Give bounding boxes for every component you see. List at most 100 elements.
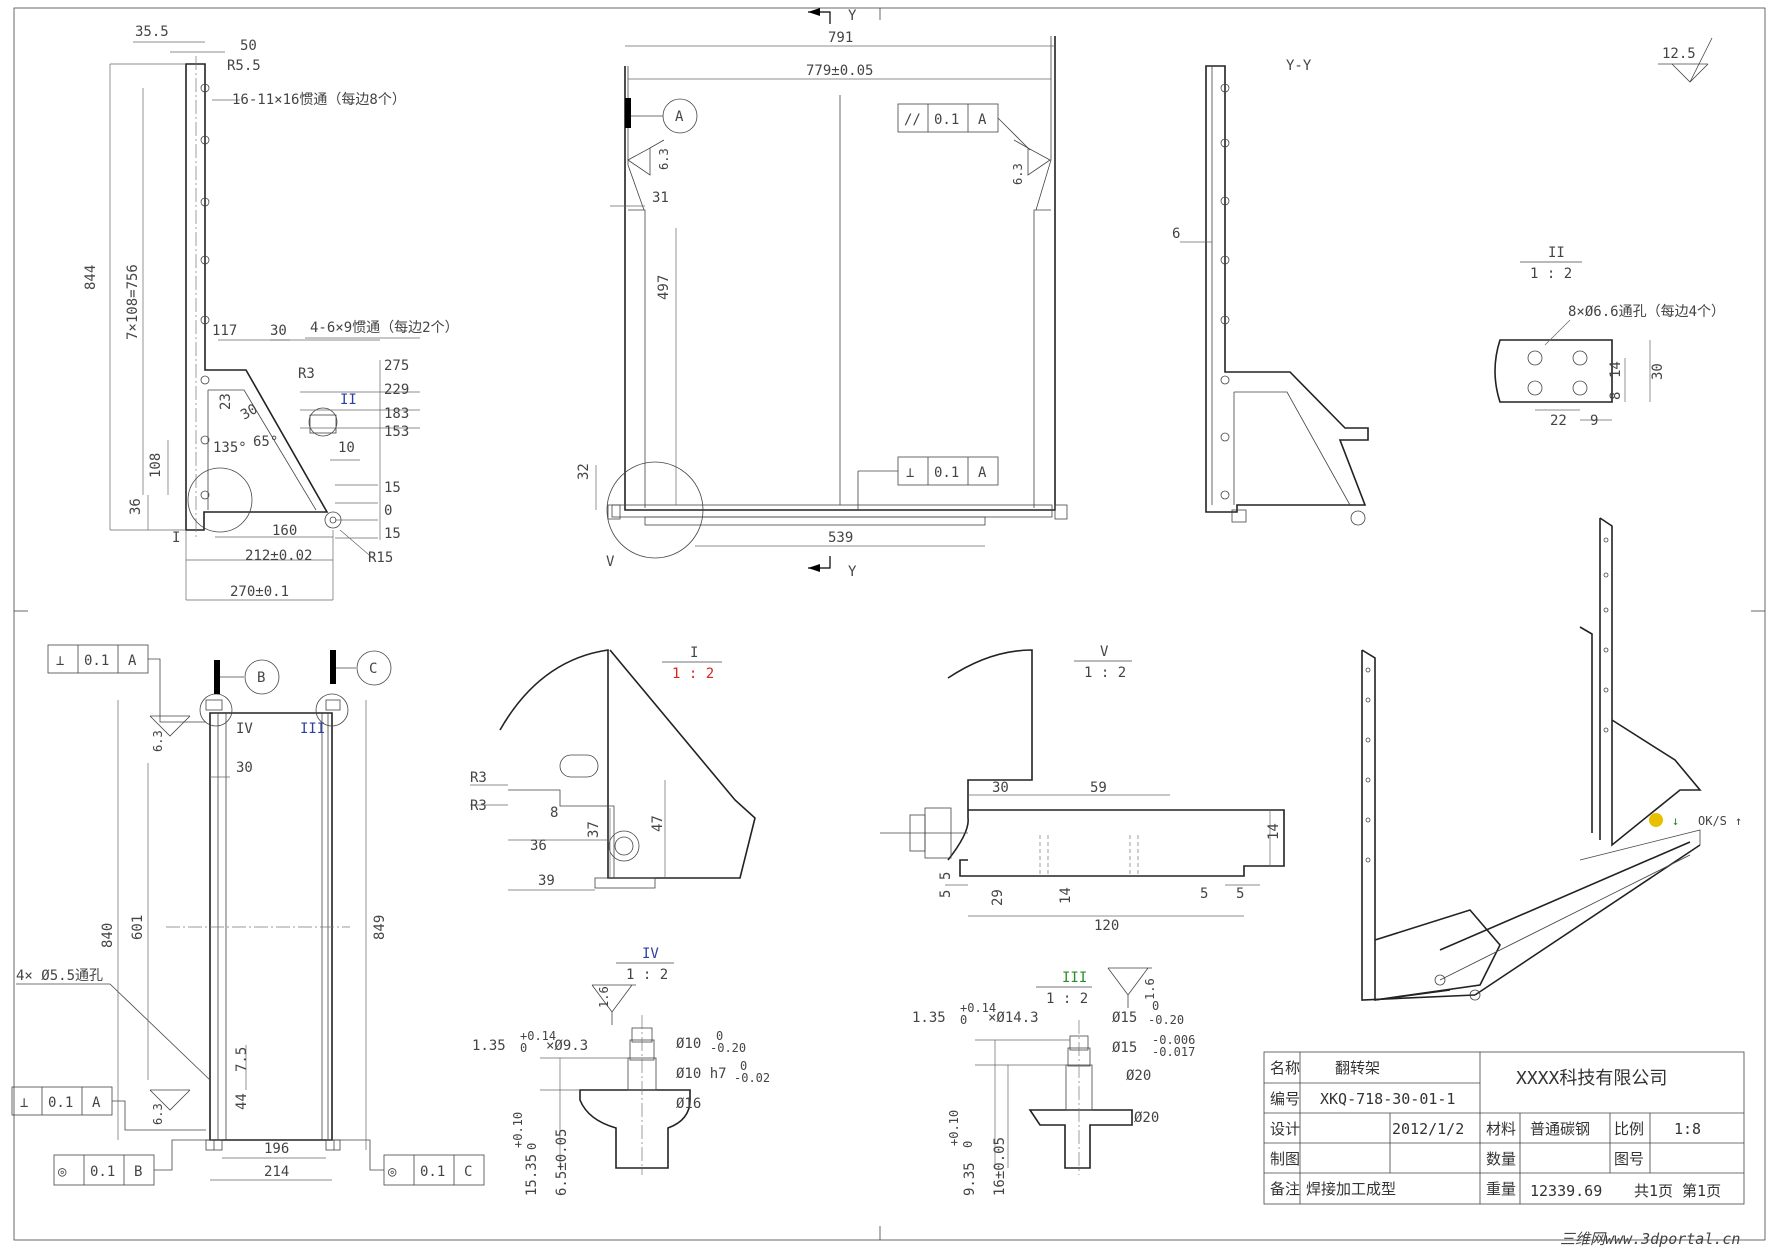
svg-text:0.1: 0.1 [84, 653, 109, 669]
dim-text: 44 [234, 1093, 250, 1110]
dim-text: Ø15 [1112, 1040, 1137, 1056]
section-marker-y-top: Y [848, 8, 857, 24]
dim-text: R5.5 [227, 58, 261, 74]
dim-text: 10 [338, 440, 355, 456]
dim-text: 0 [716, 1029, 723, 1043]
isometric-view [1361, 517, 1702, 1001]
svg-text:C: C [464, 1164, 472, 1180]
dim-text: 196 [264, 1141, 289, 1157]
name-label: 名称 [1270, 1059, 1300, 1077]
dim-text: 30 [1650, 363, 1666, 380]
dim-text: 1.35 [912, 1010, 946, 1026]
dim-text: 120 [1094, 918, 1119, 934]
svg-text:A: A [128, 653, 137, 669]
design-label: 设计 [1270, 1120, 1300, 1138]
dim-text: 5 [1236, 886, 1244, 902]
dim-text: 153 [384, 424, 409, 440]
roughness-value: 6.3 [1011, 163, 1025, 185]
detail-title: III [1062, 970, 1087, 986]
dim-text: 5 [938, 872, 954, 880]
dim-text: 59 [1090, 780, 1107, 796]
dim-text: Ø20 [1134, 1110, 1159, 1126]
dim-text: 160 [272, 523, 297, 539]
dim-text: -0.20 [710, 1041, 746, 1055]
view-top-left: 35.5 50 R5.5 844 7×108=756 117 30 R3 275… [83, 24, 459, 601]
dim-text: 9.35 [962, 1162, 978, 1196]
part-code: XKQ-718-30-01-1 [1320, 1090, 1455, 1108]
design-date: 2012/1/2 [1392, 1120, 1464, 1138]
note-holes-b: 4-6×9惯通（每边2个） [310, 319, 459, 336]
dim-text: 0 [525, 1143, 539, 1150]
svg-text:0.1: 0.1 [48, 1095, 73, 1111]
dim-text: 39 [538, 873, 555, 889]
tolerance-frame-top: ⊥ 0.1 A [47, 644, 206, 723]
detail-marker-v: V [606, 554, 615, 570]
dim-text: 135° [213, 440, 247, 456]
dim-text: 212±0.02 [245, 548, 312, 564]
weight-value: 12339.69 [1530, 1182, 1602, 1200]
svg-text:0.1: 0.1 [934, 465, 959, 481]
svg-text:A: A [978, 112, 987, 128]
weight-label: 重量 [1486, 1180, 1516, 1198]
svg-text:◎: ◎ [58, 1164, 67, 1180]
remark-value: 焊接加工成型 [1306, 1180, 1396, 1198]
note-holes-a: 16-11×16惯通（每边8个） [232, 91, 406, 108]
roughness-value: 1.6 [597, 986, 611, 1008]
detail-iii-view: III 1 : 2 1.6 1.35 +0.14 0 ×Ø14.3 Ø15 0 … [912, 967, 1195, 1196]
section-marker-y-bottom: Y [848, 564, 857, 580]
dim-text: Ø20 [1126, 1068, 1151, 1084]
dim-text: 22 [1550, 413, 1567, 429]
svg-text:⊥: ⊥ [906, 465, 914, 481]
dim-text: +0.10 [947, 1110, 961, 1146]
dim-text: 30 [236, 760, 253, 776]
detail-ii-view: II 1 : 2 8×Ø6.6通孔（每边4个） 14 30 8 22 9 [1494, 245, 1725, 429]
dim-text: 65° [253, 434, 278, 450]
part-name: 翻转架 [1335, 1059, 1380, 1077]
detail-scale: 1 : 2 [1530, 266, 1572, 282]
svg-text:⊥: ⊥ [20, 1095, 28, 1111]
dim-text: 183 [384, 406, 409, 422]
dim-text: 779±0.05 [806, 63, 873, 79]
note-holes: 8×Ø6.6通孔（每边4个） [1568, 304, 1725, 320]
dim-text: 7.5 [234, 1047, 250, 1072]
dim-text: Ø16 [676, 1096, 701, 1112]
dim-text: 539 [828, 530, 853, 546]
code-label: 编号 [1270, 1090, 1300, 1108]
detail-scale: 1 : 2 [1046, 991, 1088, 1007]
draw-label: 制图 [1270, 1150, 1300, 1168]
dim-text: 50 [240, 38, 257, 54]
toolbar-widget[interactable]: ↓ OK/S ↑ [1649, 813, 1742, 828]
title-block: 名称 翻转架 编号 XKQ-718-30-01-1 XXXX科技有限公司 设计 … [1263, 1051, 1745, 1205]
material-value: 普通碳钢 [1530, 1120, 1590, 1138]
view-y-y: Y-Y 6 [1172, 58, 1369, 526]
dim-text: 35.5 [135, 24, 169, 40]
dim-text: 31 [652, 190, 669, 206]
watermark: 三维网www.3dportal.cn [1560, 1230, 1740, 1248]
dim-text: 497 [656, 275, 672, 300]
dim-text: 6 [1172, 226, 1180, 242]
detail-marker-iii: III [300, 721, 325, 737]
scale-label: 比例 [1614, 1120, 1644, 1138]
svg-text:◎: ◎ [388, 1164, 397, 1180]
svg-text:A: A [92, 1095, 101, 1111]
dim-text: -0.017 [1152, 1045, 1195, 1059]
detail-v-view: V 1 : 2 30 59 14 5 5 29 14 5 5 [880, 644, 1285, 934]
dim-text: 30 [992, 780, 1009, 796]
dim-text: 275 [384, 358, 409, 374]
dim-text: 229 [384, 382, 409, 398]
scale-value: 1:8 [1674, 1120, 1701, 1138]
remark-label: 备注 [1270, 1180, 1300, 1198]
dim-text: 6.5±0.05 [554, 1129, 570, 1196]
dim-text: 8 [550, 805, 558, 821]
detail-marker-i: I [172, 530, 180, 546]
dim-text: Ø10 h7 [676, 1066, 727, 1082]
dim-text: 29 [990, 889, 1006, 906]
dim-text: -0.20 [1148, 1013, 1184, 1027]
detail-title: V [1100, 644, 1109, 660]
tolerance-frame-bottom: ⊥ 0.1 A [11, 1086, 206, 1131]
view-top-center: Y Y 791 779±0.05 31 497 32 539 A 6.3 6.3 [576, 8, 1068, 580]
svg-text:⊥: ⊥ [56, 653, 64, 669]
datum-a: A [675, 109, 684, 125]
dim-text: +0.10 [511, 1112, 525, 1148]
arrow-up-icon: ↑ [1735, 814, 1742, 828]
